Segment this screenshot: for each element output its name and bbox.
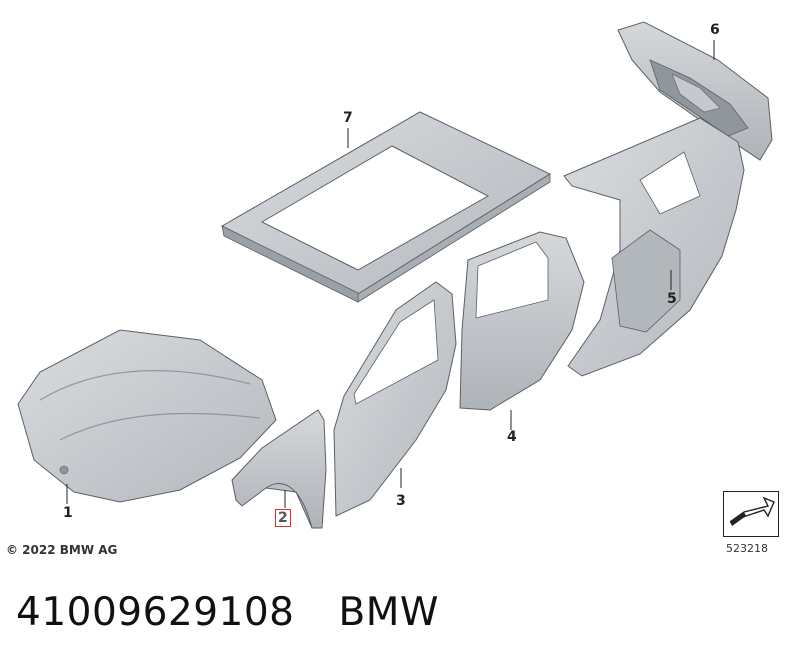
front-door-panel: [333, 281, 457, 517]
part-number: 41009629108: [16, 590, 295, 635]
callout-5: 5: [667, 291, 677, 307]
brand-name: BMW: [338, 590, 439, 635]
reference-arrow-icon: [723, 491, 779, 537]
roof-panel: [220, 111, 552, 303]
rear-door-panel: [459, 231, 585, 411]
callout-3: 3: [396, 493, 406, 509]
reference-number: 523218: [726, 542, 768, 555]
tailgate-panel: [617, 21, 773, 161]
callout-4: 4: [507, 429, 517, 445]
front-fender-panel: [231, 409, 327, 529]
copyright-notice: © 2022 BMW AG: [6, 543, 118, 557]
footer-caption: 41009629108 BMW: [16, 590, 439, 635]
callout-1: 1: [63, 505, 73, 521]
callout-7: 7: [343, 110, 353, 126]
side-frame-rear-panel: [563, 117, 745, 377]
callout-2-highlighted: 2: [275, 509, 291, 527]
callout-6: 6: [710, 22, 720, 38]
